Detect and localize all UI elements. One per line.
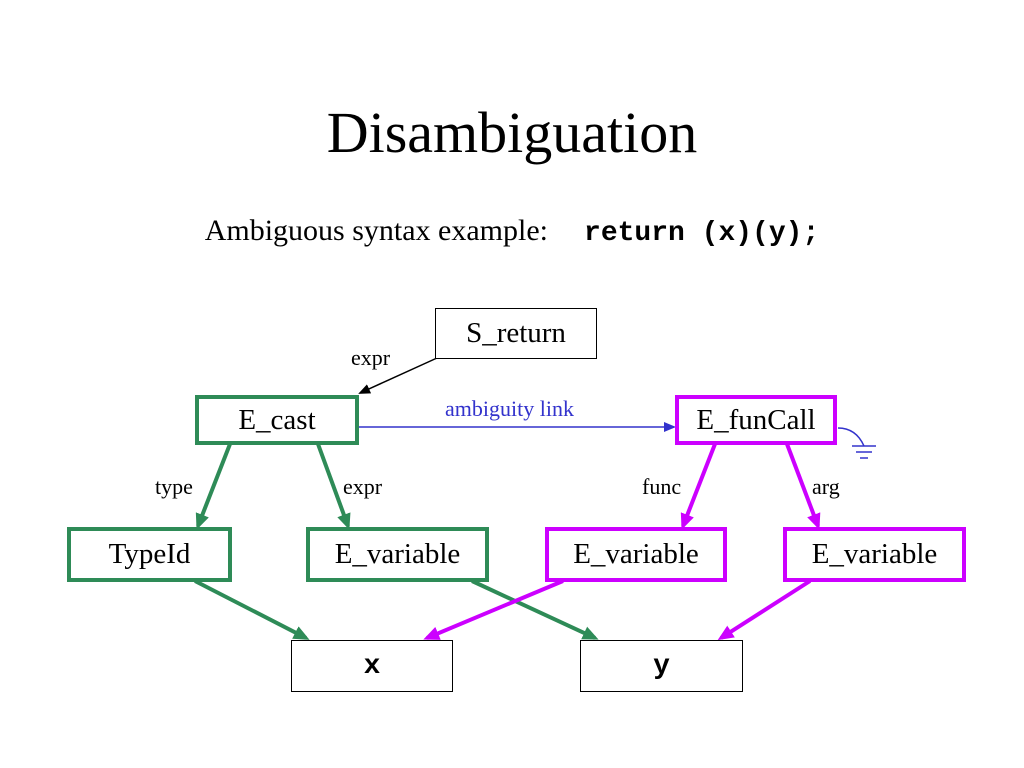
slide-subtitle: Ambiguous syntax example: return (x)(y); [0, 211, 1024, 254]
edge-typeid-x [194, 579, 310, 640]
edge-variable-x [423, 579, 564, 640]
node-e-variable-cast: E_variable [306, 527, 489, 582]
subtitle-code: return (x)(y); [584, 218, 820, 249]
node-e-variable-func: E_variable [545, 527, 727, 582]
edge-label-cast-type: type [155, 474, 193, 499]
node-y: y [580, 640, 743, 692]
subtitle-text: Ambiguous syntax example: [204, 214, 549, 247]
edge-return-expr [358, 357, 438, 394]
edge-label-funcall-func: func [642, 474, 682, 499]
slide-title: Disambiguation [326, 100, 698, 165]
edge-funcall-arg [785, 443, 821, 530]
edge-label-funcall-arg: arg [812, 474, 840, 499]
ground-symbol-icon [837, 427, 876, 459]
edge-label-ambiguity: ambiguity link [445, 396, 574, 421]
node-x: x [291, 640, 453, 692]
edge-funcall-func [680, 443, 717, 530]
node-s-return: S_return [435, 308, 597, 359]
node-e-variable-arg: E_variable [783, 527, 966, 582]
edge-cast-expr [316, 443, 351, 530]
node-e-cast: E_cast [195, 395, 359, 445]
edge-variable-y [471, 579, 599, 640]
edge-label-cast-expr: expr [343, 474, 383, 499]
edge-cast-type [195, 443, 232, 530]
edge-variable-arg-y [717, 579, 812, 641]
node-e-funcall: E_funCall [675, 395, 837, 445]
edge-label-return-expr: expr [351, 345, 391, 370]
node-typeid: TypeId [67, 527, 232, 582]
